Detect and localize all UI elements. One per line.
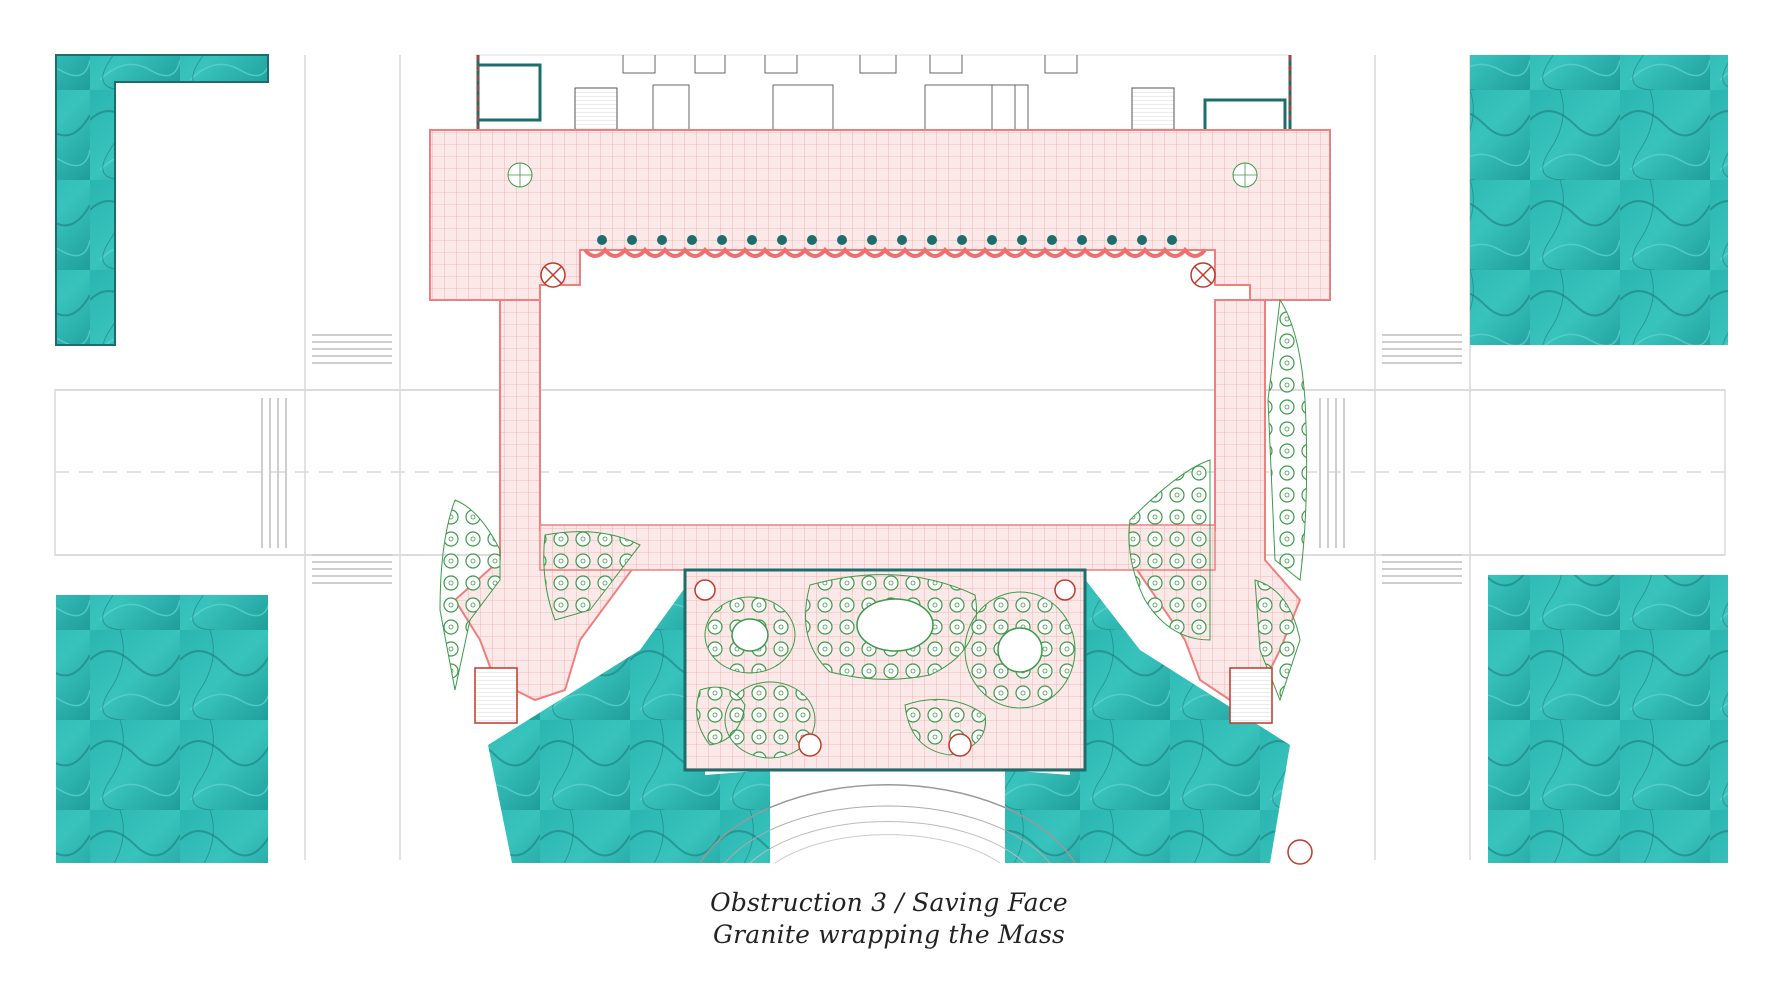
- tree-symbol-icon: [507, 162, 1258, 188]
- column-icon: [597, 235, 1177, 245]
- stair-icon: [474, 667, 1273, 864]
- scalloped-edge: [583, 246, 1207, 258]
- side-plantings: [439, 298, 1308, 702]
- caption-title: Obstruction 3 / Saving Face: [710, 888, 1068, 917]
- caption-subtitle: Granite wrapping the Mass: [712, 920, 1066, 949]
- marble-blocks: [55, 54, 1728, 863]
- lamp-post-icon: [540, 262, 1313, 865]
- central-courtyard: [683, 568, 1087, 772]
